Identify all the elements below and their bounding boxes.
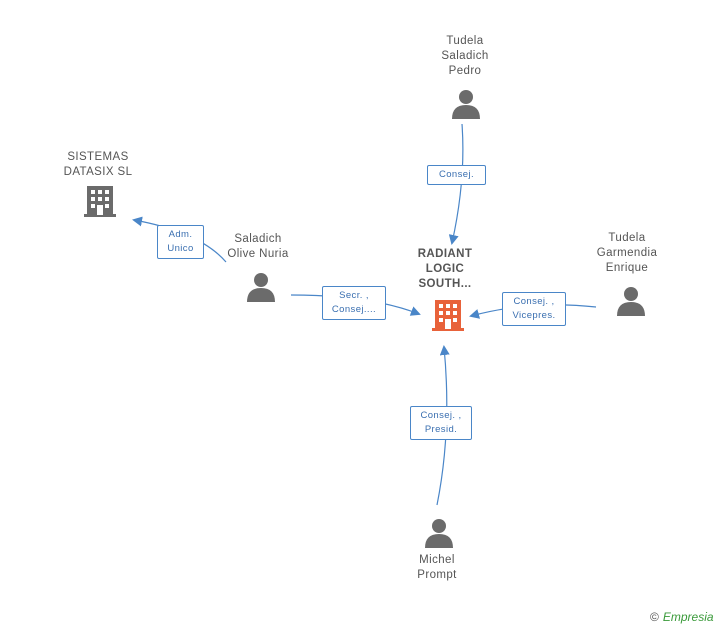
edge-label-pedro-main[interactable]: Consej. <box>427 165 486 185</box>
node-tudela-pedro-line-2: Saladich <box>441 50 489 62</box>
person-icon[interactable] <box>616 286 646 316</box>
node-saladich-label: Saladich Olive Nuria <box>208 232 308 262</box>
edge-label-enrique-main-line-1: Consej. , <box>513 296 555 307</box>
brand-logo: ©Empresia <box>650 610 714 624</box>
node-tudela-pedro-line-1: Tudela <box>446 35 484 47</box>
edge-label-saladich-sistemas-line-2: Unico <box>167 243 194 254</box>
person-icon[interactable] <box>451 89 481 119</box>
node-tudela-enrique-label: Tudela Garmendia Enrique <box>577 231 677 276</box>
node-saladich-line-1: Saladich <box>234 233 282 245</box>
edge-label-michel-main[interactable]: Consej. , Presid. <box>410 406 472 440</box>
edge-label-saladich-main-line-1: Secr. , <box>339 290 369 301</box>
node-main-line-3: SOUTH... <box>418 278 472 290</box>
edge-label-saladich-main[interactable]: Secr. , Consej.... <box>322 286 386 320</box>
node-michel-label: Michel Prompt <box>387 553 487 583</box>
building-icon[interactable] <box>432 298 464 332</box>
node-michel-line-1: Michel <box>419 554 455 566</box>
edge-label-pedro-main-line-1: Consej. <box>438 169 474 180</box>
node-tudela-enrique-line-1: Tudela <box>608 232 646 244</box>
node-main-label: RADIANT LOGIC SOUTH... <box>395 247 495 292</box>
node-tudela-enrique-line-3: Enrique <box>605 262 649 274</box>
edge-label-saladich-sistemas[interactable]: Adm. Unico <box>157 225 204 259</box>
copyright-symbol: © <box>650 610 659 624</box>
edge-label-enrique-main-line-2: Vicepres. <box>512 310 556 321</box>
node-main-line-2: LOGIC <box>425 263 465 275</box>
node-tudela-enrique-line-2: Garmendia <box>596 247 658 259</box>
edge-label-saladich-main-line-2: Consej.... <box>331 304 377 315</box>
person-icon[interactable] <box>246 272 276 302</box>
node-tudela-pedro-line-3: Pedro <box>448 65 482 77</box>
building-icon[interactable] <box>84 184 116 218</box>
edge-label-enrique-main[interactable]: Consej. , Vicepres. <box>502 292 566 326</box>
node-main-line-1: RADIANT <box>417 248 473 260</box>
edge-label-michel-main-line-2: Presid. <box>424 424 458 435</box>
node-michel-line-2: Prompt <box>417 569 457 581</box>
node-saladich-line-2: Olive Nuria <box>227 248 289 260</box>
node-sistemas-label: SISTEMAS DATASIX SL <box>48 150 148 180</box>
person-icon[interactable] <box>424 518 454 548</box>
node-tudela-pedro-label: Tudela Saladich Pedro <box>415 34 515 79</box>
edge-label-michel-main-line-1: Consej. , <box>420 410 462 421</box>
node-sistemas-line-2: DATASIX SL <box>63 166 133 178</box>
brand-name: Empresia <box>662 610 714 624</box>
edge-label-saladich-sistemas-line-1: Adm. <box>168 229 193 240</box>
node-sistemas-line-1: SISTEMAS <box>67 151 129 163</box>
